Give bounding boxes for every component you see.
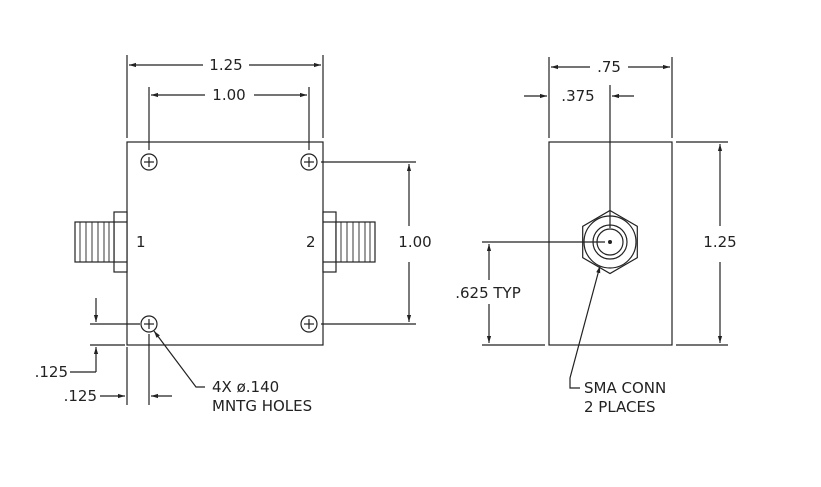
- port-label-1: 1: [136, 233, 146, 251]
- dim-hole-spacing-vertical: 1.00: [321, 161, 432, 325]
- mounting-hole-top-left: [140, 153, 158, 171]
- mounting-hole-top-right: [300, 153, 318, 171]
- dim-label-hole-offset-x: .125: [64, 387, 97, 405]
- dim-hole-offset-x: .125: [64, 334, 172, 405]
- dim-conn-offset: .375: [524, 85, 634, 228]
- sma-connector-left: [74, 211, 128, 273]
- note-conn-line2: 2 PLACES: [584, 398, 656, 416]
- dim-hole-spacing-horizontal: 1.00: [148, 86, 310, 150]
- leader-mounting-holes: 4X ø.140 MNTG HOLES: [153, 330, 312, 415]
- dim-height-side: 1.25: [676, 141, 737, 346]
- front-view: 1 2 1.25 1.00 1.00: [35, 55, 432, 415]
- leader-sma-connector: SMA CONN 2 PLACES: [569, 265, 666, 416]
- dim-width-front: 1.25: [126, 55, 324, 138]
- dim-label-depth-side: .75: [597, 58, 621, 76]
- dim-label-width-front: 1.25: [209, 56, 242, 74]
- dim-conn-height: .625 TYP: [455, 241, 605, 346]
- dim-label-hole-spacing-vertical: 1.00: [398, 233, 431, 251]
- front-body: [126, 141, 324, 346]
- dim-label-hole-offset-y: .125: [35, 363, 68, 381]
- side-view: .75 .375 1.25 .625 TYP SMA C: [455, 57, 737, 416]
- port-label-2: 2: [306, 233, 316, 251]
- dim-label-conn-offset: .375: [561, 87, 594, 105]
- dim-hole-offset-y: .125: [35, 298, 140, 381]
- mounting-hole-bottom-right: [300, 315, 318, 333]
- dim-label-hole-spacing-horizontal: 1.00: [212, 86, 245, 104]
- dim-label-conn-height: .625 TYP: [455, 284, 521, 302]
- note-conn-line1: SMA CONN: [584, 379, 666, 397]
- dim-depth-side: .75: [548, 57, 673, 138]
- sma-connector-right: [322, 211, 376, 273]
- mounting-hole-bottom-left: [140, 315, 158, 333]
- note-holes-line1: 4X ø.140: [212, 378, 279, 396]
- note-holes-line2: MNTG HOLES: [212, 397, 312, 415]
- dim-label-height-side: 1.25: [703, 233, 736, 251]
